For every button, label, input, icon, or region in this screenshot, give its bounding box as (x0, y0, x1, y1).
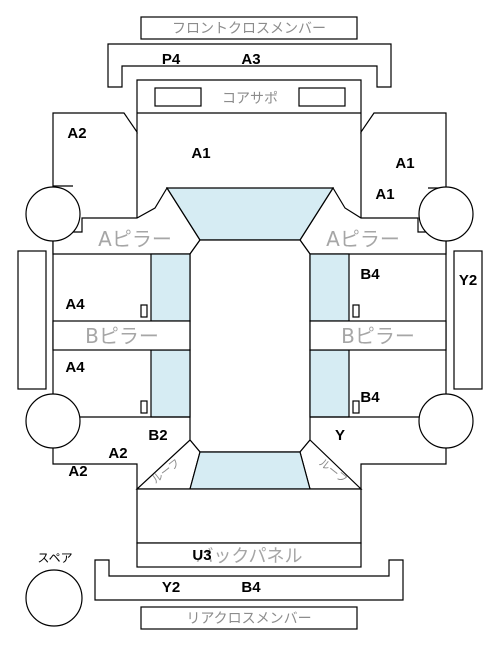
right-front-door-handle (352, 304, 360, 318)
core-support-light-left (154, 87, 202, 107)
rear-window (189, 451, 311, 490)
code-right-rear-door-b4: B4 (360, 389, 380, 406)
code-front-right-a1-lower: A1 (375, 186, 394, 203)
code-left-b2: B2 (148, 427, 167, 444)
rear-bumper-outline (94, 559, 404, 601)
code-right-side-y2: Y2 (459, 272, 477, 289)
left-front-door-handle (140, 304, 148, 318)
core-support-light-right (298, 87, 346, 107)
a-pillar-left-label: Aピラー (98, 227, 172, 251)
front-cross-member-label: フロントクロスメンバー (172, 21, 326, 37)
front-bumper-outline (107, 43, 392, 88)
code-rear-y2: Y2 (162, 579, 180, 596)
spare-tire (25, 569, 83, 627)
left-side-panel (17, 250, 47, 390)
code-rear-b4: B4 (241, 579, 261, 596)
right-rear-window (309, 349, 350, 418)
trunk-panel (136, 488, 362, 544)
wheel-rear-right (418, 393, 474, 449)
core-support-label: コアサポ (222, 91, 278, 107)
right-side-panel (453, 250, 483, 390)
code-front-center-a1: A1 (191, 145, 210, 162)
code-front-p4: P4 (162, 51, 181, 68)
wheel-front-right (418, 186, 474, 242)
a-pillar-right-label: Aピラー (326, 227, 400, 251)
code-right-front-door-b4: B4 (360, 266, 380, 283)
code-left-rear-door-a4: A4 (65, 359, 85, 376)
b-pillar-left-shape (52, 320, 191, 351)
code-front-left-a2: A2 (67, 125, 86, 142)
b-pillar-right-label: Bピラー (341, 324, 415, 348)
code-front-right-a1-upper: A1 (395, 155, 414, 172)
code-right-y: Y (335, 427, 345, 444)
code-trunk-u3: U3 (192, 547, 211, 564)
back-panel-box (136, 542, 362, 568)
code-front-a3: A3 (241, 51, 260, 68)
code-left-rear-a2-outer: A2 (68, 463, 87, 480)
back-panel-label: バックパネル (195, 546, 302, 567)
left-rear-window (150, 349, 191, 418)
left-rear-door-handle (140, 400, 148, 414)
front-cross-member-box (140, 16, 358, 40)
rear-cross-member-label: リアクロスメンバー (186, 611, 311, 627)
wheel-front-left (25, 186, 81, 242)
right-front-window (309, 253, 350, 322)
rear-cross-member-box (140, 606, 358, 630)
left-front-window (150, 253, 191, 322)
b-pillar-left-label: Bピラー (85, 324, 159, 348)
b-pillar-right-shape (309, 320, 447, 351)
right-rear-door-handle (352, 400, 360, 414)
wheel-rear-left (25, 393, 81, 449)
roof-panel (189, 239, 311, 453)
spare-label: スペア (37, 551, 72, 565)
code-left-front-door-a4: A4 (65, 296, 85, 313)
code-left-rear-a2-inner: A2 (108, 445, 127, 462)
